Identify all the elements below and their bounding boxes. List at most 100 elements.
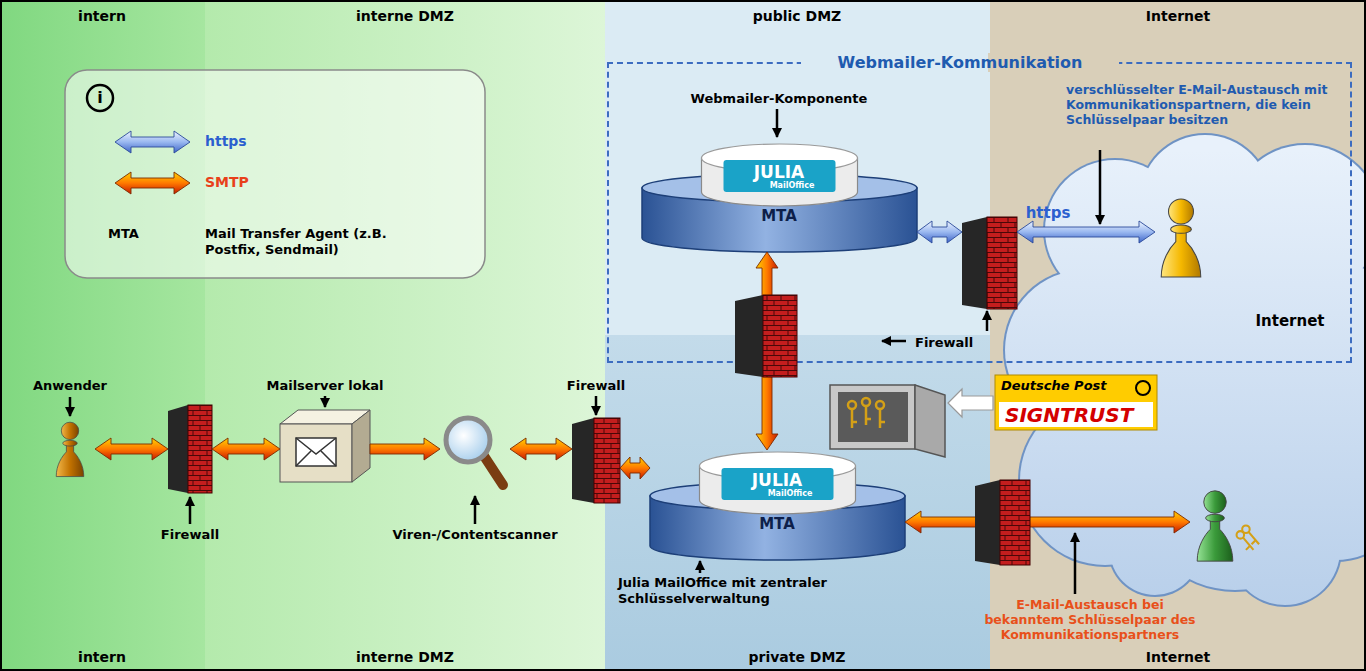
https-connector bbox=[1017, 221, 1155, 243]
smtp-connector bbox=[620, 457, 650, 479]
mailserver: Mailserver lokal bbox=[280, 410, 370, 482]
text-slot: verschlüsselter E-Mail-Austausch mit Kom… bbox=[1066, 82, 1341, 127]
text-slot: Webmailer-Komponente bbox=[691, 91, 868, 107]
group-title: Webmailer-Kommunikation bbox=[801, 53, 1119, 72]
legend-label: SMTP bbox=[205, 174, 249, 191]
person-icon bbox=[1190, 488, 1240, 563]
mta-server: Webmailer-KomponenteJULIAMailOfficeMTA bbox=[642, 142, 917, 252]
logo-text: JULIA bbox=[752, 470, 802, 490]
logo-text: MailOffice bbox=[770, 181, 815, 191]
text-slot: MailOffice bbox=[768, 489, 813, 499]
https-arrow bbox=[917, 221, 962, 243]
text-slot: JULIA bbox=[752, 470, 802, 490]
text-slot: public DMZ bbox=[753, 8, 841, 25]
info-icon bbox=[87, 85, 113, 111]
scanner-magnifier bbox=[440, 412, 510, 492]
text-slot: Internet bbox=[1146, 8, 1210, 25]
mta-server: JULIAMailOfficeMTAJulia MailOffice mit z… bbox=[650, 450, 905, 560]
text-slot: Mailserver lokal bbox=[266, 378, 383, 394]
partner-person: verschlüsselter E-Mail-Austausch mit Kom… bbox=[1155, 195, 1207, 280]
logo-text: SIGNTRUST bbox=[1005, 403, 1133, 427]
firewall-wall bbox=[168, 405, 212, 493]
text-slot: intern bbox=[78, 8, 126, 25]
server-label: MTA bbox=[761, 207, 797, 225]
callout-label: Webmailer-Komponente bbox=[691, 91, 868, 107]
smtp-connector bbox=[905, 511, 1190, 533]
text-slot: https bbox=[205, 133, 247, 150]
logo-text: Deutsche Post bbox=[1001, 378, 1107, 394]
smtp-connector bbox=[370, 438, 440, 460]
partner-person: E-Mail-Austausch bei bekanntem Schlüssel… bbox=[1190, 488, 1240, 563]
text-slot: Julia MailOffice mit zentraler Schlüssel… bbox=[618, 575, 880, 606]
smtp-connector bbox=[510, 438, 572, 460]
smtp-arrow bbox=[95, 438, 168, 460]
mta-cylinder bbox=[642, 142, 917, 252]
text-slot: Anwender bbox=[33, 378, 107, 394]
text-slot: private DMZ bbox=[748, 649, 845, 666]
smtp-connector bbox=[212, 438, 280, 460]
https-connector bbox=[917, 221, 962, 243]
callout-label: Anwender bbox=[33, 378, 107, 394]
text-slot: SIGNTRUST bbox=[1005, 403, 1133, 427]
text-slot: i bbox=[97, 88, 102, 107]
firewall-wall bbox=[572, 418, 620, 503]
cloud-label: Internet bbox=[1255, 312, 1324, 330]
person-icon bbox=[1155, 195, 1207, 280]
text-slot: MTA bbox=[759, 515, 795, 533]
https-arrow bbox=[1017, 221, 1155, 243]
text-slot: Mail Transfer Agent (z.B. Postfix, Sendm… bbox=[205, 226, 410, 257]
callout-label: E-Mail-Austausch bei bekanntem Schlüssel… bbox=[976, 597, 1204, 642]
firewall-wall bbox=[735, 295, 797, 377]
zone-label: intern bbox=[78, 8, 126, 25]
smtp-arrow bbox=[212, 438, 280, 460]
text-slot: interne DMZ bbox=[356, 649, 454, 666]
text-slot: Firewall bbox=[161, 527, 219, 543]
firewall-wall bbox=[975, 480, 1030, 565]
callout-label: Viren-/Contentscanner bbox=[392, 527, 557, 543]
smtp-arrow bbox=[620, 457, 650, 479]
zone-label: Internet bbox=[1146, 649, 1210, 666]
text-slot: MTA bbox=[108, 226, 139, 242]
firewall: Firewall bbox=[962, 217, 1017, 309]
callout-label: Mailserver lokal bbox=[266, 378, 383, 394]
text-slot: Firewall bbox=[567, 378, 625, 394]
text-slot: JULIA bbox=[754, 162, 804, 182]
edge-label: https bbox=[1026, 204, 1071, 222]
text-slot: Viren-/Contentscanner bbox=[392, 527, 557, 543]
smtp-arrow bbox=[370, 438, 440, 460]
callout-label: verschlüsselter E-Mail-Austausch mit Kom… bbox=[1066, 82, 1341, 127]
zone-band: private DMZ JULIAMailOfficeMTA Julia MailO… bbox=[605, 335, 990, 671]
callout-label: Firewall bbox=[915, 335, 973, 351]
smtp-connector bbox=[95, 438, 168, 460]
legend-sample bbox=[115, 131, 190, 153]
text-slot: Deutsche Post bbox=[1001, 378, 1107, 394]
key-delivery-arrow bbox=[948, 389, 993, 417]
server-label: MTA bbox=[759, 515, 795, 533]
text-slot: Internet bbox=[1146, 649, 1210, 666]
legend-description: Mail Transfer Agent (z.B. Postfix, Sendm… bbox=[205, 226, 410, 257]
zone-label: public DMZ bbox=[753, 8, 841, 25]
text-slot: https bbox=[1026, 204, 1071, 222]
mta-cylinder bbox=[650, 450, 905, 560]
text-slot: E-Mail-Austausch bei bekanntem Schlüssel… bbox=[976, 597, 1204, 642]
text-slot: MTA bbox=[761, 207, 797, 225]
firewall-wall bbox=[962, 217, 1017, 309]
text-slot: SMTP bbox=[205, 174, 249, 191]
smtp-arrow bbox=[905, 511, 1190, 533]
person-icon bbox=[45, 420, 95, 478]
callout-label: Firewall bbox=[567, 378, 625, 394]
leader-arrows bbox=[70, 109, 1100, 594]
smtp-arrow bbox=[510, 438, 572, 460]
logo-text: MailOffice bbox=[768, 489, 813, 499]
firewall: Firewall bbox=[572, 418, 620, 503]
zone-label: interne DMZ bbox=[356, 649, 454, 666]
zone-label: private DMZ bbox=[748, 649, 845, 666]
callout-label: Firewall bbox=[161, 527, 219, 543]
text-slot: MailOffice bbox=[770, 181, 815, 191]
zone-label: interne DMZ bbox=[356, 8, 454, 25]
legend-label: https bbox=[205, 133, 247, 150]
mailserver-box bbox=[280, 410, 370, 482]
zone-label: Internet bbox=[1146, 8, 1210, 25]
legend-term: MTA bbox=[108, 226, 139, 242]
callout-label: Julia MailOffice mit zentraler Schlüssel… bbox=[618, 575, 880, 606]
